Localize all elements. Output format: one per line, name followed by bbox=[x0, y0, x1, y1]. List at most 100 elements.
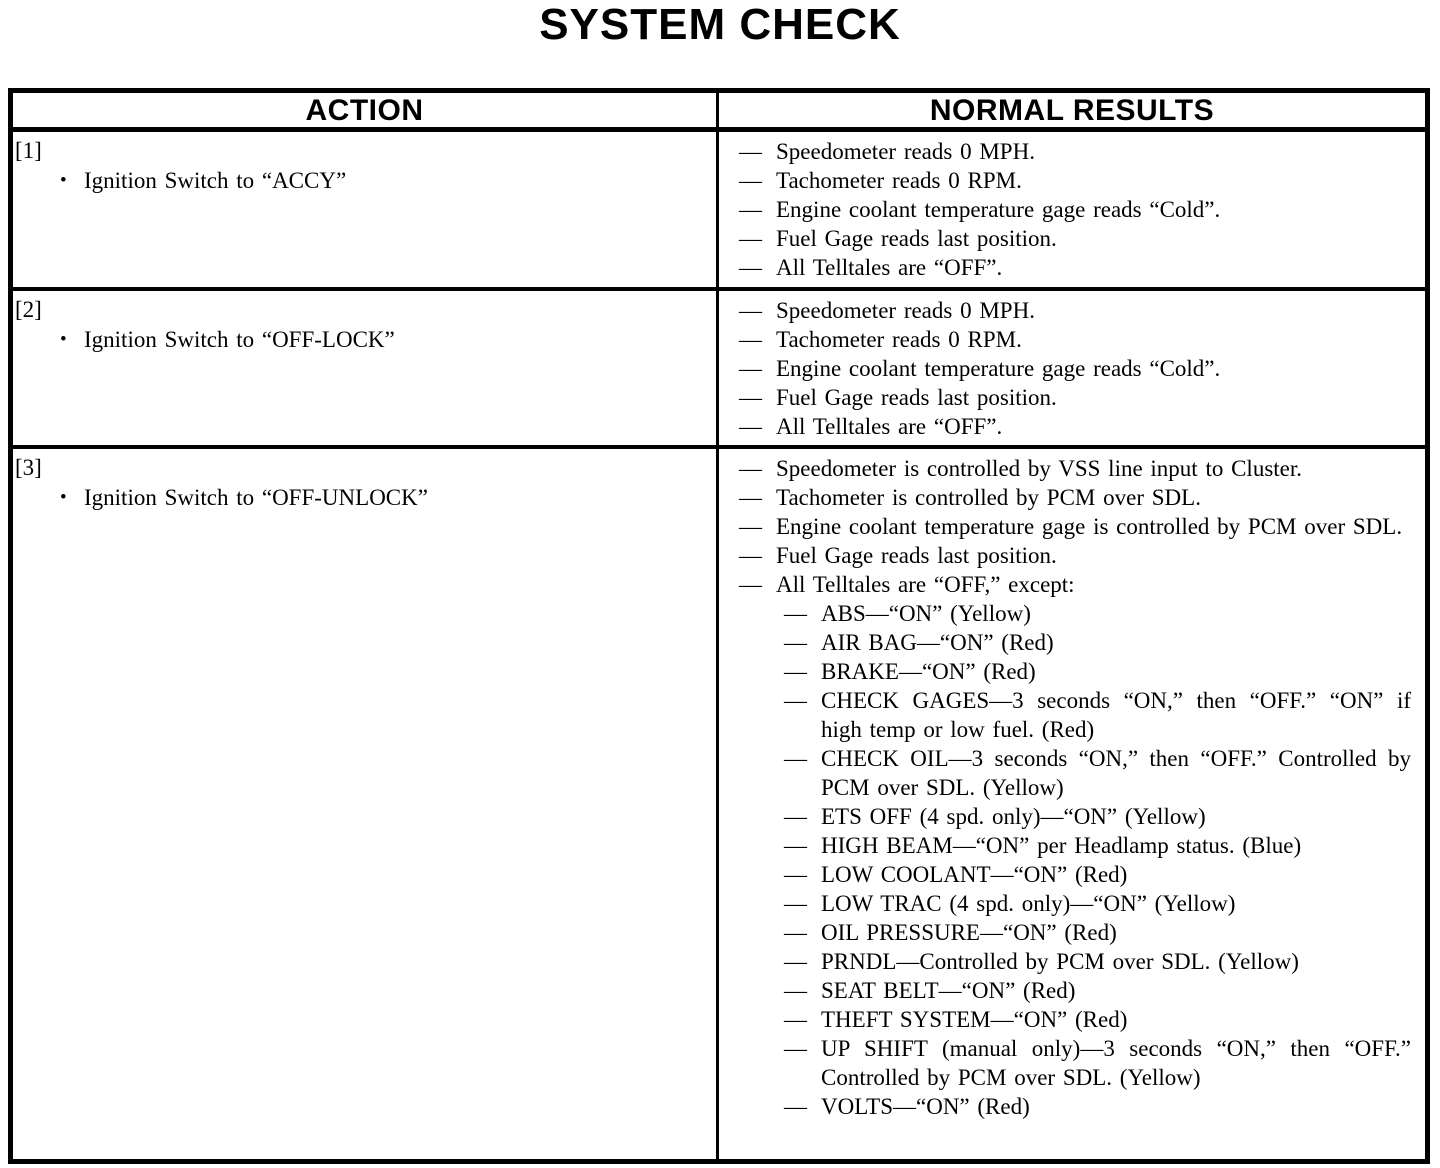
dash-marker: — bbox=[739, 139, 762, 164]
telltale-item: — LOW COOLANT—“ON” (Red) bbox=[784, 860, 1423, 889]
action-text: Ignition Switch to “OFF-UNLOCK” bbox=[84, 485, 428, 510]
step-number: [2] bbox=[15, 297, 42, 322]
result-item: — Engine coolant temperature gage reads … bbox=[739, 354, 1423, 383]
result-item: — Engine coolant temperature gage is con… bbox=[739, 512, 1423, 541]
dash-marker: — bbox=[739, 226, 762, 251]
telltale-text: LOW TRAC (4 spd. only)—“ON” (Yellow) bbox=[821, 891, 1236, 916]
result-item: — Tachometer reads 0 RPM. bbox=[739, 166, 1423, 195]
action-text: Ignition Switch to “OFF-LOCK” bbox=[84, 327, 395, 352]
telltale-item: — CHECK GAGES—3 seconds “ON,” then “OFF.… bbox=[784, 686, 1423, 744]
action-text: Ignition Switch to “ACCY” bbox=[84, 168, 347, 193]
dash-marker: — bbox=[784, 630, 807, 655]
telltale-text: AIR BAG—“ON” (Red) bbox=[821, 630, 1054, 655]
system-check-table: ACTION NORMAL RESULTS [1] • Ignition Swi… bbox=[8, 88, 1430, 1164]
telltale-item: — ABS—“ON” (Yellow) bbox=[784, 599, 1423, 628]
telltale-item: — AIR BAG—“ON” (Red) bbox=[784, 628, 1423, 657]
telltale-text: ETS OFF (4 spd. only)—“ON” (Yellow) bbox=[821, 804, 1206, 829]
dash-marker: — bbox=[739, 485, 762, 510]
dash-marker: — bbox=[739, 255, 762, 280]
dash-marker: — bbox=[784, 1036, 807, 1061]
dash-marker: — bbox=[784, 949, 807, 974]
dash-marker: — bbox=[739, 385, 762, 410]
telltale-text: PRNDL—Controlled by PCM over SDL. (Yello… bbox=[821, 949, 1299, 974]
dash-marker: — bbox=[784, 601, 807, 626]
telltale-text: VOLTS—“ON” (Red) bbox=[821, 1094, 1030, 1119]
telltale-item: — VOLTS—“ON” (Red) bbox=[784, 1092, 1423, 1121]
page-title: SYSTEM CHECK bbox=[539, 0, 901, 49]
result-text: Fuel Gage reads last position. bbox=[776, 543, 1057, 568]
result-item: — Fuel Gage reads last position. bbox=[739, 383, 1423, 412]
result-text: Tachometer reads 0 RPM. bbox=[776, 327, 1022, 352]
result-item: — Speedometer is controlled by VSS line … bbox=[739, 454, 1423, 483]
dash-marker: — bbox=[784, 891, 807, 916]
dash-marker: — bbox=[739, 327, 762, 352]
result-text: All Telltales are “OFF”. bbox=[776, 414, 1003, 439]
results-cell-step-2: — Speedometer reads 0 MPH. — Tachometer … bbox=[719, 287, 1425, 445]
dash-marker: — bbox=[739, 514, 762, 539]
bullet-marker: • bbox=[60, 487, 67, 508]
telltale-item: — ETS OFF (4 spd. only)—“ON” (Yellow) bbox=[784, 802, 1423, 831]
result-text: All Telltales are “OFF”. bbox=[776, 255, 1003, 280]
dash-marker: — bbox=[739, 197, 762, 222]
result-text: Engine coolant temperature gage reads “C… bbox=[776, 356, 1221, 381]
result-text: Engine coolant temperature gage is contr… bbox=[776, 514, 1403, 539]
dash-marker: — bbox=[784, 746, 807, 771]
action-cell-step-1: [1] • Ignition Switch to “ACCY” bbox=[13, 132, 719, 287]
dash-marker: — bbox=[739, 572, 762, 597]
result-item: — Engine coolant temperature gage reads … bbox=[739, 195, 1423, 224]
result-text: Fuel Gage reads last position. bbox=[776, 385, 1057, 410]
dash-marker: — bbox=[784, 862, 807, 887]
telltale-text: ABS—“ON” (Yellow) bbox=[821, 601, 1031, 626]
telltale-item: — HIGH BEAM—“ON” per Headlamp status. (B… bbox=[784, 831, 1423, 860]
dash-marker: — bbox=[784, 978, 807, 1003]
telltale-item: — UP SHIFT (manual only)—3 seconds “ON,”… bbox=[784, 1034, 1423, 1092]
result-text: Speedometer reads 0 MPH. bbox=[776, 139, 1035, 164]
telltale-text: THEFT SYSTEM—“ON” (Red) bbox=[821, 1007, 1128, 1032]
telltale-item: — SEAT BELT—“ON” (Red) bbox=[784, 976, 1423, 1005]
telltale-item: — CHECK OIL—3 seconds “ON,” then “OFF.” … bbox=[784, 744, 1423, 802]
telltale-item: — PRNDL—Controlled by PCM over SDL. (Yel… bbox=[784, 947, 1423, 976]
telltale-text: BRAKE—“ON” (Red) bbox=[821, 659, 1036, 684]
telltale-text: HIGH BEAM—“ON” per Headlamp status. (Blu… bbox=[821, 833, 1302, 858]
telltale-item: — OIL PRESSURE—“ON” (Red) bbox=[784, 918, 1423, 947]
action-item: • Ignition Switch to “ACCY” bbox=[60, 166, 708, 196]
result-item: — All Telltales are “OFF,” except: bbox=[739, 570, 1423, 599]
telltale-text: SEAT BELT—“ON” (Red) bbox=[821, 978, 1076, 1003]
results-cell-step-3: — Speedometer is controlled by VSS line … bbox=[719, 445, 1425, 1159]
result-item: — Fuel Gage reads last position. bbox=[739, 224, 1423, 253]
result-item: — Tachometer is controlled by PCM over S… bbox=[739, 483, 1423, 512]
bullet-marker: • bbox=[60, 170, 67, 191]
action-item: • Ignition Switch to “OFF-UNLOCK” bbox=[60, 483, 708, 513]
dash-marker: — bbox=[784, 659, 807, 684]
dash-marker: — bbox=[739, 456, 762, 481]
action-cell-step-2: [2] • Ignition Switch to “OFF-LOCK” bbox=[13, 287, 719, 445]
result-item: — Fuel Gage reads last position. bbox=[739, 541, 1423, 570]
step-number: [3] bbox=[15, 455, 42, 480]
bullet-marker: • bbox=[60, 329, 67, 350]
result-text: Engine coolant temperature gage reads “C… bbox=[776, 197, 1221, 222]
dash-marker: — bbox=[784, 688, 807, 713]
result-text: Tachometer reads 0 RPM. bbox=[776, 168, 1022, 193]
action-item: • Ignition Switch to “OFF-LOCK” bbox=[60, 325, 708, 355]
telltale-text: UP SHIFT (manual only)—3 seconds “ON,” t… bbox=[821, 1036, 1411, 1090]
telltale-text: OIL PRESSURE—“ON” (Red) bbox=[821, 920, 1117, 945]
dash-marker: — bbox=[739, 298, 762, 323]
result-text: Speedometer is controlled by VSS line in… bbox=[776, 456, 1303, 481]
results-cell-step-1: — Speedometer reads 0 MPH. — Tachometer … bbox=[719, 132, 1425, 287]
dash-marker: — bbox=[784, 1007, 807, 1032]
dash-marker: — bbox=[739, 168, 762, 193]
step-number: [1] bbox=[15, 138, 42, 163]
telltale-text: CHECK GAGES—3 seconds “ON,” then “OFF.” … bbox=[821, 688, 1411, 742]
dash-marker: — bbox=[739, 414, 762, 439]
telltale-text: LOW COOLANT—“ON” (Red) bbox=[821, 862, 1128, 887]
result-item: — All Telltales are “OFF”. bbox=[739, 253, 1423, 282]
telltale-item: — LOW TRAC (4 spd. only)—“ON” (Yellow) bbox=[784, 889, 1423, 918]
result-item: — Speedometer reads 0 MPH. bbox=[739, 137, 1423, 166]
telltale-item: — BRAKE—“ON” (Red) bbox=[784, 657, 1423, 686]
action-cell-step-3: [3] • Ignition Switch to “OFF-UNLOCK” bbox=[13, 445, 719, 1159]
dash-marker: — bbox=[784, 833, 807, 858]
telltale-exception-list: — ABS—“ON” (Yellow) — AIR BAG—“ON” (Red)… bbox=[784, 599, 1423, 1121]
result-text: All Telltales are “OFF,” except: bbox=[776, 572, 1075, 597]
dash-marker: — bbox=[784, 804, 807, 829]
